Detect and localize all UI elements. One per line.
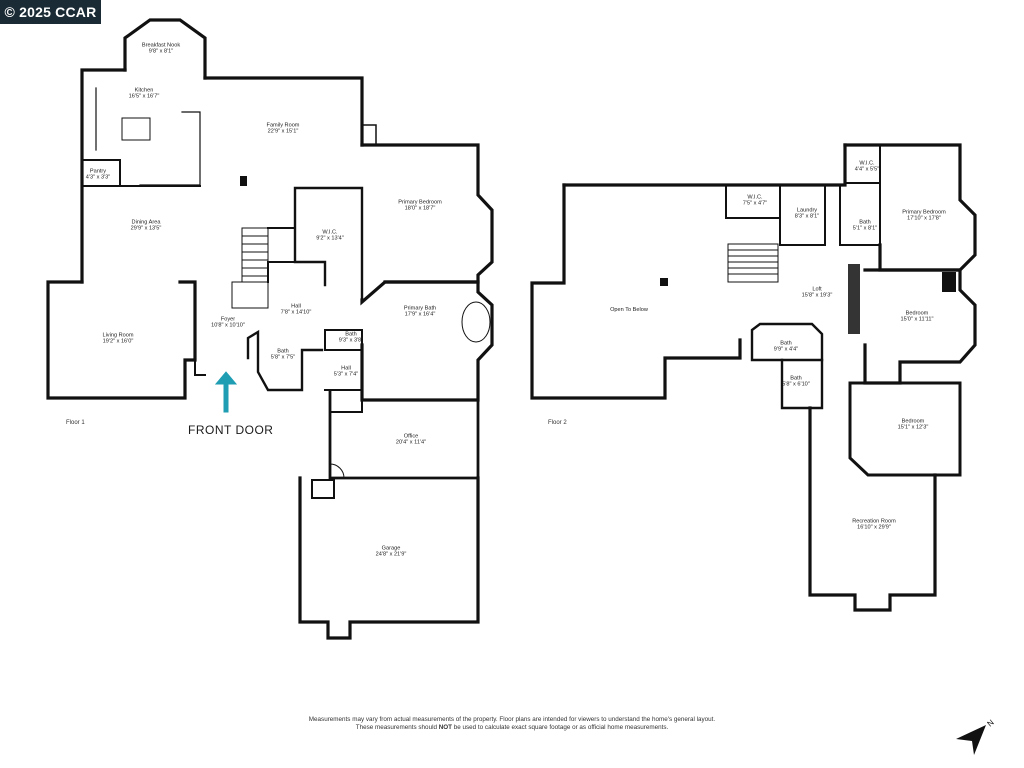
recreation-room-walls	[808, 406, 937, 612]
loft-bath-walls	[750, 322, 824, 362]
north-label: N	[986, 718, 996, 729]
column-1	[240, 176, 247, 186]
fireplace	[361, 124, 377, 146]
bath-upper-walls	[839, 184, 881, 246]
small-wic-walls	[844, 144, 881, 184]
hall-walls	[267, 227, 296, 283]
wic-walls	[293, 186, 364, 302]
floor-1-label: Floor 1	[66, 420, 85, 426]
office-door-arc	[329, 463, 345, 479]
lower-hall-walls	[324, 389, 363, 413]
garage-walls	[298, 476, 480, 640]
small-bath-walls	[324, 329, 363, 351]
stair-landing	[231, 281, 269, 309]
breakfast-nook-walls	[123, 18, 207, 80]
room-label-wic-small: W.I.C.4'4" x 5'5"	[854, 160, 880, 173]
column-3	[848, 264, 860, 334]
column-4	[942, 272, 956, 292]
front-door-arrow-head	[214, 371, 238, 385]
kitchen-island	[121, 117, 151, 141]
disclaimer-part-2: be used to calculate exact square footag…	[452, 723, 669, 731]
family-room-north-wall	[203, 76, 364, 147]
bedroom-b-walls	[848, 381, 962, 477]
room-label-wic: W.I.C.9'2" x 13'4"	[316, 229, 344, 242]
room-label-open-to-below: Open To Below	[610, 306, 648, 313]
office-walls	[328, 390, 480, 480]
stair-floor1	[241, 227, 269, 283]
disclaimer-text: Measurements may vary from actual measur…	[300, 716, 724, 731]
room-label-wic-2: W.I.C.7'5" x 4'7"	[742, 194, 768, 207]
bedroom-a-walls	[863, 268, 977, 385]
foyer-east-wall	[246, 329, 324, 392]
bathtub	[461, 301, 491, 343]
primary-bedroom-walls	[360, 143, 494, 306]
small-bath2-walls	[780, 358, 824, 410]
north-arrow-icon: N	[952, 717, 1000, 757]
disclaimer-emphasis: NOT	[438, 723, 453, 731]
copyright-badge: © 2025 CCAR	[0, 0, 101, 24]
pantry-walls	[81, 159, 121, 187]
upper-north-wall	[562, 143, 847, 187]
disclaimer-part-1: Measurements may vary from actual measur…	[308, 716, 716, 731]
column-2	[660, 278, 668, 286]
foyer-walls	[184, 359, 206, 399]
laundry-walls	[779, 184, 826, 246]
floor-2-label: Floor 2	[548, 420, 567, 426]
stair-floor2	[727, 243, 779, 283]
open-to-below-walls	[530, 183, 742, 400]
primary-bath-walls	[360, 280, 494, 402]
garage-closet	[311, 479, 335, 499]
kitchen-west-wall	[80, 68, 127, 284]
front-door-label: FRONT DOOR	[188, 423, 274, 437]
kitchen-counter	[95, 87, 201, 186]
